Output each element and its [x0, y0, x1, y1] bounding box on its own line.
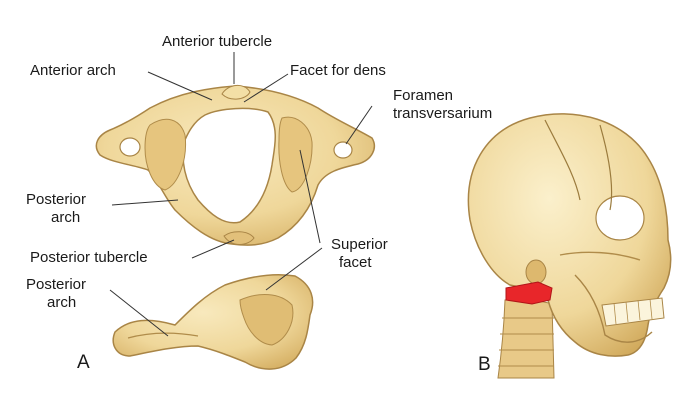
label-facet-for-dens: Facet for dens: [290, 62, 386, 79]
label-superior: Superior: [331, 236, 388, 253]
label-foramen: Foramen: [393, 87, 453, 104]
label-posterior-arch-top-2: arch: [51, 209, 80, 226]
orbit: [596, 196, 644, 240]
label-posterior-tubercle: Posterior tubercle: [30, 249, 148, 266]
label-facet: facet: [339, 254, 372, 271]
atlas-superior-view: [96, 85, 374, 245]
skull-and-neck: [468, 114, 670, 378]
panel-label-b: B: [478, 354, 491, 376]
atlas-lateral-view: [113, 275, 312, 369]
label-anterior-arch: Anterior arch: [30, 62, 116, 79]
leader-posterior-tubercle: [192, 240, 234, 258]
label-anterior-tubercle: Anterior tubercle: [162, 33, 272, 50]
panel-label-a: A: [77, 352, 90, 374]
leader-posterior-arch-top: [112, 200, 178, 205]
mastoid-detail: [526, 260, 546, 284]
label-posterior-arch-bottom-2: arch: [47, 294, 76, 311]
label-posterior-arch-top-1: Posterior: [26, 191, 86, 208]
label-transversarium: transversarium: [393, 105, 492, 122]
foramen-transversarium-left: [120, 138, 140, 156]
foramen-transversarium-right: [334, 142, 352, 158]
label-posterior-arch-bottom-1: Posterior: [26, 276, 86, 293]
